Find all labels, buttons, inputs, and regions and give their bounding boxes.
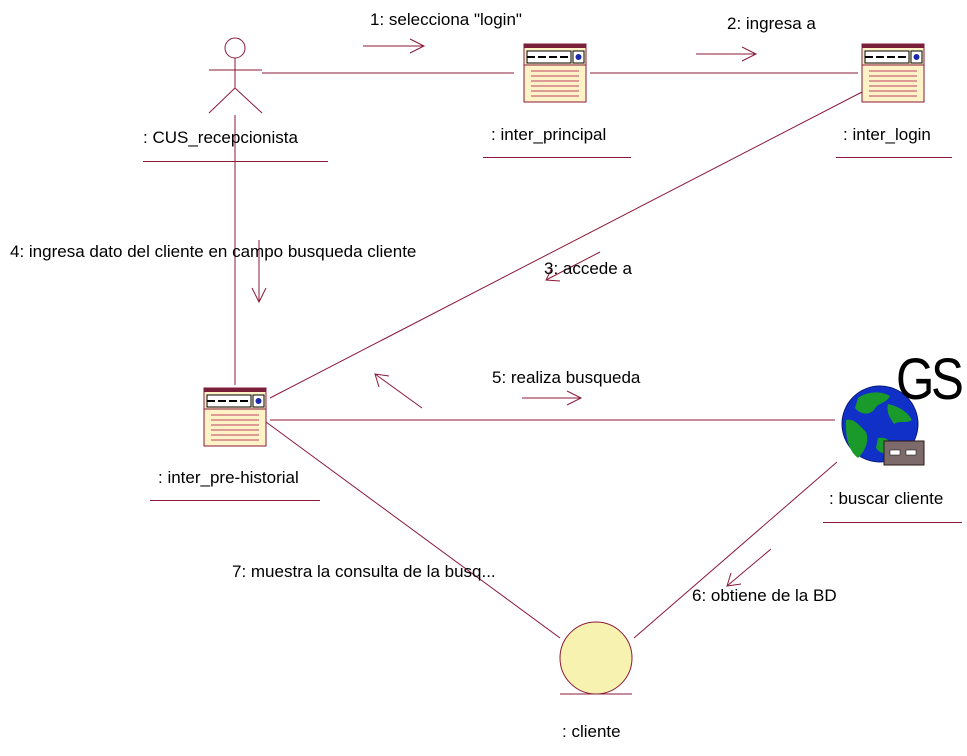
server-icon (883, 440, 925, 466)
link-prehistorial-cliente (265, 421, 561, 639)
inter-pre-historial-underline (150, 500, 320, 501)
arrow-m7 (374, 373, 423, 409)
buscar-cliente-label: : buscar cliente (829, 489, 944, 508)
gs-label: GS (896, 347, 964, 412)
inter-principal-underline (483, 157, 631, 158)
arrow-m1 (363, 38, 426, 54)
arrow-m2 (696, 46, 758, 62)
buscar-cliente-underline (823, 522, 962, 523)
inter-principal-label: : inter_principal (491, 125, 607, 144)
form-icon-inter-login (861, 43, 925, 103)
arrow-m3 (545, 251, 601, 282)
link-buscar-cliente (633, 461, 838, 639)
message-2-label: 2: ingresa a (727, 14, 816, 33)
arrow-m6 (726, 548, 772, 587)
inter-pre-historial-label: : inter_pre-historial (158, 468, 299, 487)
message-arrows (251, 38, 772, 587)
message-3-label: 3: accede a (544, 259, 632, 278)
inter-login-underline (836, 157, 952, 158)
message-6-label: 6: obtiene de la BD (692, 586, 837, 605)
actor-label-underline (143, 161, 328, 162)
cliente-label: : cliente (562, 722, 621, 741)
message-1-label: 1: selecciona "login" (370, 10, 522, 29)
form-icon-inter-principal (523, 43, 587, 103)
links (234, 72, 863, 639)
entity-icon-cliente (559, 621, 633, 695)
link-login-prehistorial (269, 91, 863, 399)
form-icon-inter-pre-historial (203, 387, 267, 447)
message-4-label: 4: ingresa dato del cliente en campo bus… (10, 242, 417, 261)
inter-login-label: : inter_login (843, 125, 931, 144)
actor-label: : CUS_recepcionista (143, 128, 298, 147)
actor-figure (208, 37, 263, 114)
arrow-m4 (251, 240, 267, 304)
arrow-m5 (522, 390, 583, 406)
message-7-label: 7: muestra la consulta de la busq... (232, 562, 496, 581)
message-5-label: 5: realiza busqueda (492, 368, 641, 387)
